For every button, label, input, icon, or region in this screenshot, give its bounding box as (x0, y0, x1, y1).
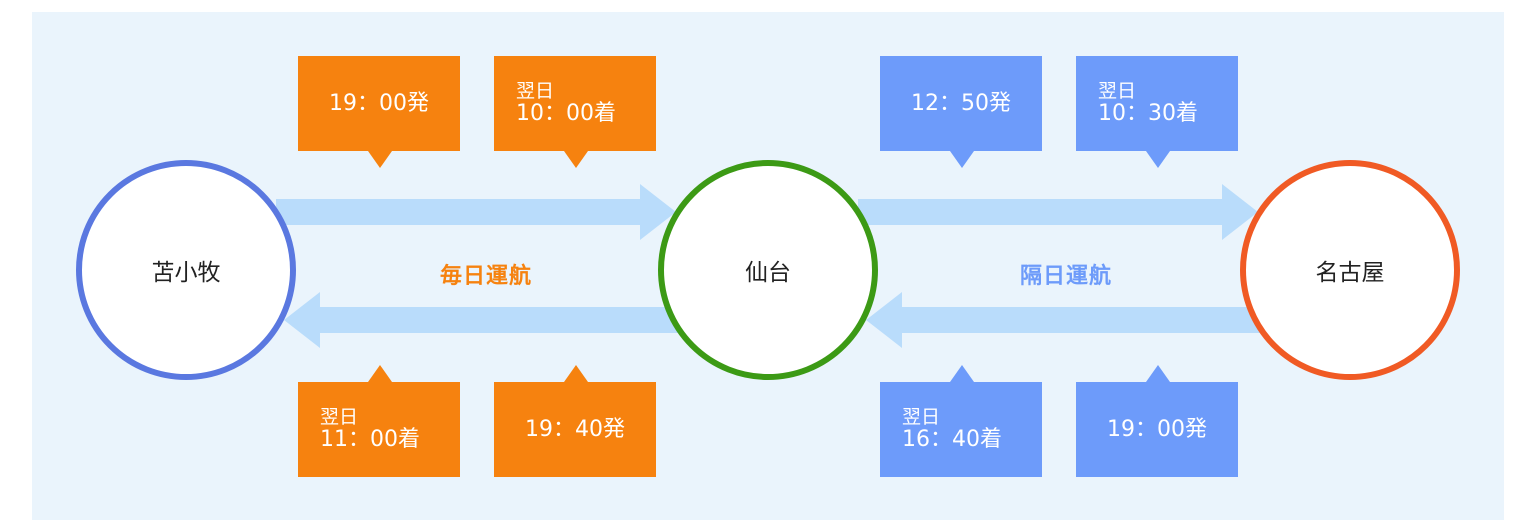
station-sendai: 仙台 (658, 160, 878, 380)
arrival-time: 11：00着 (320, 426, 420, 452)
frequency-label-alternate-days: 隔日運航 (1019, 264, 1112, 289)
station-label: 仙台 (745, 260, 791, 286)
station-label: 苫小牧 (151, 260, 221, 286)
arrow-nagoya-to-sendai (866, 292, 1262, 348)
departure-time: 19：40発 (525, 416, 625, 442)
next-day-label: 翌日 (902, 405, 941, 428)
arrow-sendai-to-tomakomai (284, 292, 680, 348)
station-label: 名古屋 (1315, 260, 1385, 286)
arrival-bubble: 翌日 10：30着 (1076, 56, 1238, 168)
arrival-bubble: 翌日 10：00着 (494, 56, 656, 168)
arrival-time: 10：30着 (1098, 100, 1198, 126)
next-day-label: 翌日 (320, 405, 359, 428)
arrow-tomakomai-to-sendai (276, 184, 676, 240)
arrival-bubble: 翌日 16：40着 (880, 365, 1042, 477)
arrival-bubble: 翌日 11：00着 (298, 365, 460, 477)
next-day-label: 翌日 (516, 79, 555, 102)
departure-bubble: 19：00発 (1076, 365, 1238, 477)
station-nagoya: 名古屋 (1240, 160, 1460, 380)
frequency-label-daily: 毎日運航 (439, 264, 532, 289)
arrival-time: 16：40着 (902, 426, 1002, 452)
arrow-sendai-to-nagoya (858, 184, 1258, 240)
departure-bubble: 19：00発 (298, 56, 460, 168)
departure-bubble: 12：50発 (880, 56, 1042, 168)
departure-time: 19：00発 (329, 90, 429, 116)
station-tomakomai: 苫小牧 (76, 160, 296, 380)
arrival-time: 10：00着 (516, 100, 616, 126)
departure-time: 12：50発 (911, 90, 1011, 116)
departure-bubble: 19：40発 (494, 365, 656, 477)
route-diagram: 毎日運航 隔日運航 苫小牧 仙台 名古屋 19：00発 翌日 10：00着 翌日… (32, 12, 1504, 520)
next-day-label: 翌日 (1098, 79, 1137, 102)
departure-time: 19：00発 (1107, 416, 1207, 442)
